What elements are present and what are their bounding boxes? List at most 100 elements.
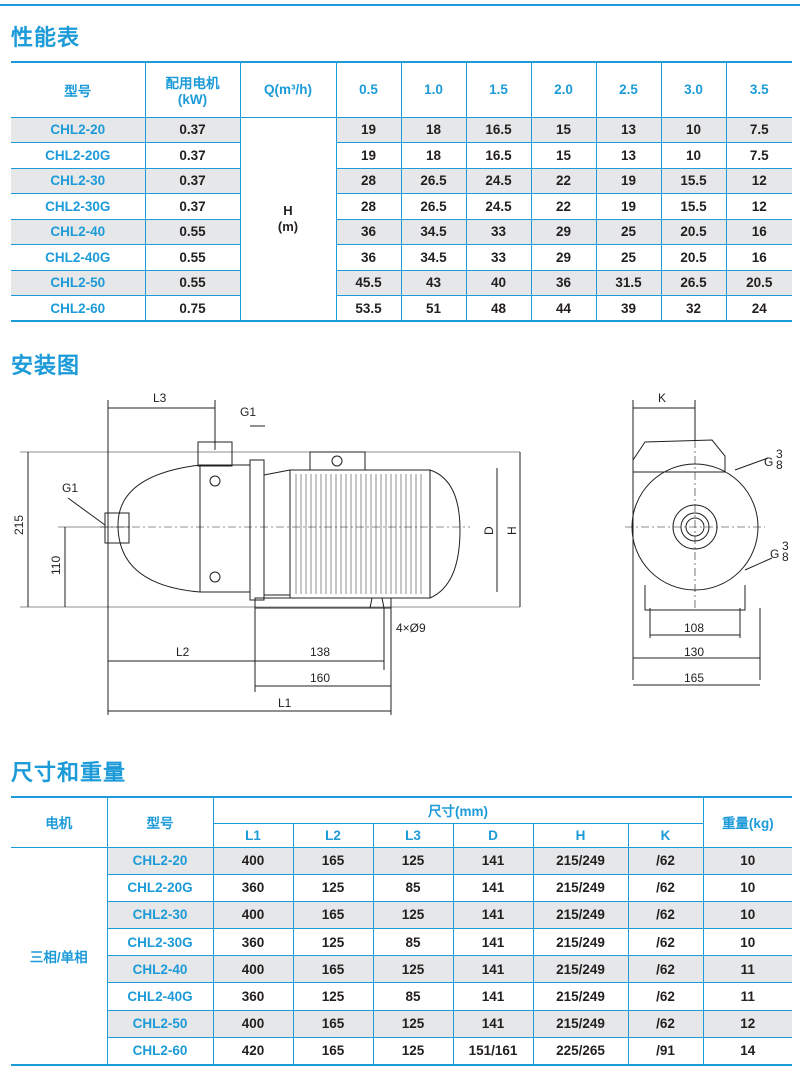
- cell-head-value: 25: [595, 244, 662, 271]
- cell-head-value: 20.5: [660, 244, 727, 271]
- label-138: 138: [310, 645, 330, 659]
- coupling-flange: [249, 459, 265, 601]
- cell-dimension: 165: [292, 955, 374, 984]
- leader-g-lower: [744, 557, 773, 571]
- cell-head-value: 16.5: [465, 116, 532, 143]
- header-weight: 重量(kg): [702, 796, 793, 848]
- header-motor: 电机: [11, 796, 108, 848]
- cell-weight: 10: [702, 900, 793, 930]
- cell-dimension: 125: [372, 900, 454, 930]
- cell-dimension: 125: [372, 1036, 454, 1066]
- pump-end-cap: [117, 464, 201, 593]
- cell-model: CHL2-20: [11, 116, 146, 143]
- header-d: D: [452, 822, 534, 848]
- cell-dimension: 400: [212, 900, 294, 930]
- head-label-line1: H: [283, 202, 293, 218]
- cell-dimension: 141: [452, 982, 534, 1011]
- cell-head-value: 12: [725, 193, 792, 220]
- cell-head-value: 48: [465, 295, 532, 322]
- cell-power: 0.37: [144, 142, 241, 169]
- label-g-upper-num: 3: [776, 447, 783, 461]
- cell-weight: 11: [702, 982, 793, 1011]
- cell-head-value: 26.5: [400, 167, 467, 194]
- cell-dimension: 141: [452, 846, 534, 875]
- cell-head-value: 15: [530, 116, 597, 143]
- cell-head-value: 39: [595, 295, 662, 322]
- label-g1-left: G1: [62, 481, 78, 495]
- header-flow-value: 1.0: [400, 61, 467, 118]
- cell-dimension: 215/249: [532, 873, 629, 902]
- cell-dimension: 125: [292, 928, 374, 957]
- label-l3: L3: [153, 391, 167, 405]
- cell-dimension: /62: [627, 928, 704, 957]
- cell-power: 0.55: [144, 218, 241, 245]
- cell-weight: 10: [702, 928, 793, 957]
- cell-head-value: 16.5: [465, 142, 532, 169]
- base-foot: [254, 597, 392, 609]
- cell-head-value: 24.5: [465, 167, 532, 194]
- label-215: 215: [12, 515, 26, 535]
- cell-dimension: 215/249: [532, 846, 629, 875]
- front-base: [644, 585, 746, 611]
- cell-head-value: 10: [660, 116, 727, 143]
- cell-dimension: 125: [372, 955, 454, 984]
- drain-plug-lower: [209, 571, 221, 583]
- cell-dimension: 141: [452, 928, 534, 957]
- dimensions-subheader-row: L1 L2 L3 D H K: [11, 822, 792, 848]
- cell-model: CHL2-20: [106, 846, 214, 875]
- cell-power: 0.75: [144, 295, 241, 322]
- header-l3: L3: [372, 822, 454, 848]
- label-g-upper: G: [764, 455, 773, 469]
- cell-dimension: 420: [212, 1036, 294, 1066]
- cell-dimension: 215/249: [532, 900, 629, 930]
- label-160: 160: [310, 671, 330, 685]
- cell-head-value: 29: [530, 244, 597, 271]
- inlet-port: [104, 512, 130, 544]
- cell-power: 0.37: [144, 167, 241, 194]
- cell-head-value: 26.5: [660, 269, 727, 296]
- label-k: K: [658, 391, 666, 405]
- cell-head-value: 10: [660, 142, 727, 169]
- motor-flange: [263, 469, 291, 596]
- installation-drawing: L3 G1 G1 215 110 D H 4×Ø9 L2 138 160 L1 …: [12, 391, 789, 715]
- header-model: 型号: [11, 61, 146, 118]
- header-power-line2: (kW): [177, 92, 208, 108]
- cell-head-value: 19: [335, 116, 402, 143]
- cell-dimension: 165: [292, 1036, 374, 1066]
- cell-dimension: /62: [627, 873, 704, 902]
- header-flow-value: 3.5: [725, 61, 792, 118]
- cell-dimension: 141: [452, 900, 534, 930]
- header-flow-value: 3.0: [660, 61, 727, 118]
- cell-head-value: 20.5: [725, 269, 792, 296]
- label-g-upper-den: 8: [776, 458, 783, 472]
- top-rule: [0, 4, 800, 6]
- leader-g1-left: [67, 497, 106, 526]
- header-k: K: [627, 822, 704, 848]
- cell-head-value: 24: [725, 295, 792, 322]
- label-l1: L1: [278, 696, 292, 710]
- cell-dimension: 85: [372, 928, 454, 957]
- cell-dimension: /62: [627, 846, 704, 875]
- cell-dimension: 125: [372, 846, 454, 875]
- cell-model: CHL2-40: [11, 218, 146, 245]
- cell-head-value: 36: [335, 244, 402, 271]
- cell-dimension: 360: [212, 982, 294, 1011]
- cell-motor-type: 三相/单相: [11, 846, 108, 1065]
- cell-head-value: 7.5: [725, 142, 792, 169]
- cell-model: CHL2-30: [11, 167, 146, 194]
- cell-model: CHL2-20G: [11, 142, 146, 169]
- header-l2: L2: [292, 822, 374, 848]
- cell-head-value: 31.5: [595, 269, 662, 296]
- cell-dimension: 225/265: [532, 1036, 629, 1066]
- leader-g-upper: [734, 457, 769, 471]
- cell-model: CHL2-30G: [107, 928, 214, 957]
- cell-dimension: 400: [212, 846, 294, 875]
- cell-dimension: 141: [452, 955, 534, 984]
- header-flow-value: 2.0: [530, 61, 597, 118]
